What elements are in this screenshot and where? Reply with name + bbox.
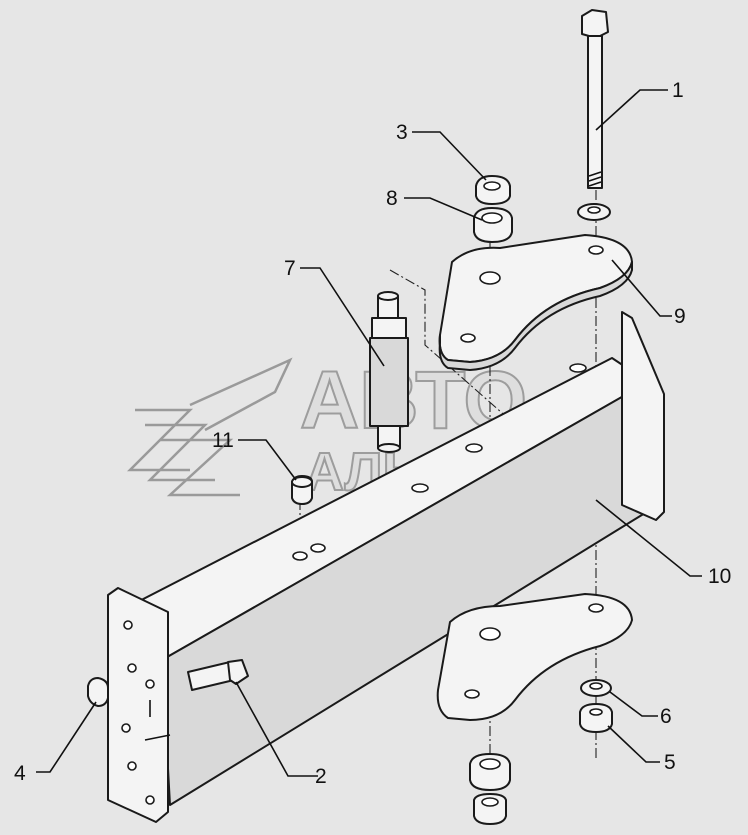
part-5-nut bbox=[579, 703, 613, 733]
callout-7: 7 bbox=[284, 257, 296, 280]
part-9-upper-plate bbox=[438, 234, 633, 371]
part-7-shaft bbox=[369, 291, 409, 453]
callout-10: 10 bbox=[708, 565, 731, 588]
callout-8: 8 bbox=[386, 187, 398, 210]
part-9-lower-plate bbox=[436, 593, 633, 721]
leader-lines bbox=[36, 89, 702, 777]
part-3-nut bbox=[475, 175, 511, 205]
part-2-small-bolt bbox=[187, 659, 249, 691]
part-10-beam bbox=[107, 311, 665, 823]
callout-4: 4 bbox=[14, 762, 26, 785]
part-4-nut bbox=[87, 677, 109, 707]
watermark-emblem bbox=[126, 357, 293, 497]
callout-5: 5 bbox=[664, 751, 676, 774]
bushing-lower bbox=[469, 753, 511, 791]
callout-1: 1 bbox=[672, 79, 684, 102]
callout-3: 3 bbox=[396, 121, 408, 144]
callout-labels: 1 2 3 4 5 6 7 8 9 10 11 bbox=[14, 79, 731, 788]
washer-top bbox=[577, 203, 611, 221]
callout-2: 2 bbox=[315, 765, 327, 788]
callout-6: 6 bbox=[660, 705, 672, 728]
part-6-washer bbox=[580, 679, 612, 697]
callout-11: 11 bbox=[212, 429, 234, 452]
part-11-dowel bbox=[291, 475, 313, 505]
part-8-bushing bbox=[473, 207, 513, 243]
part-1-long-bolt bbox=[581, 9, 609, 189]
nut-lower bbox=[473, 793, 507, 825]
callout-9: 9 bbox=[674, 305, 686, 328]
